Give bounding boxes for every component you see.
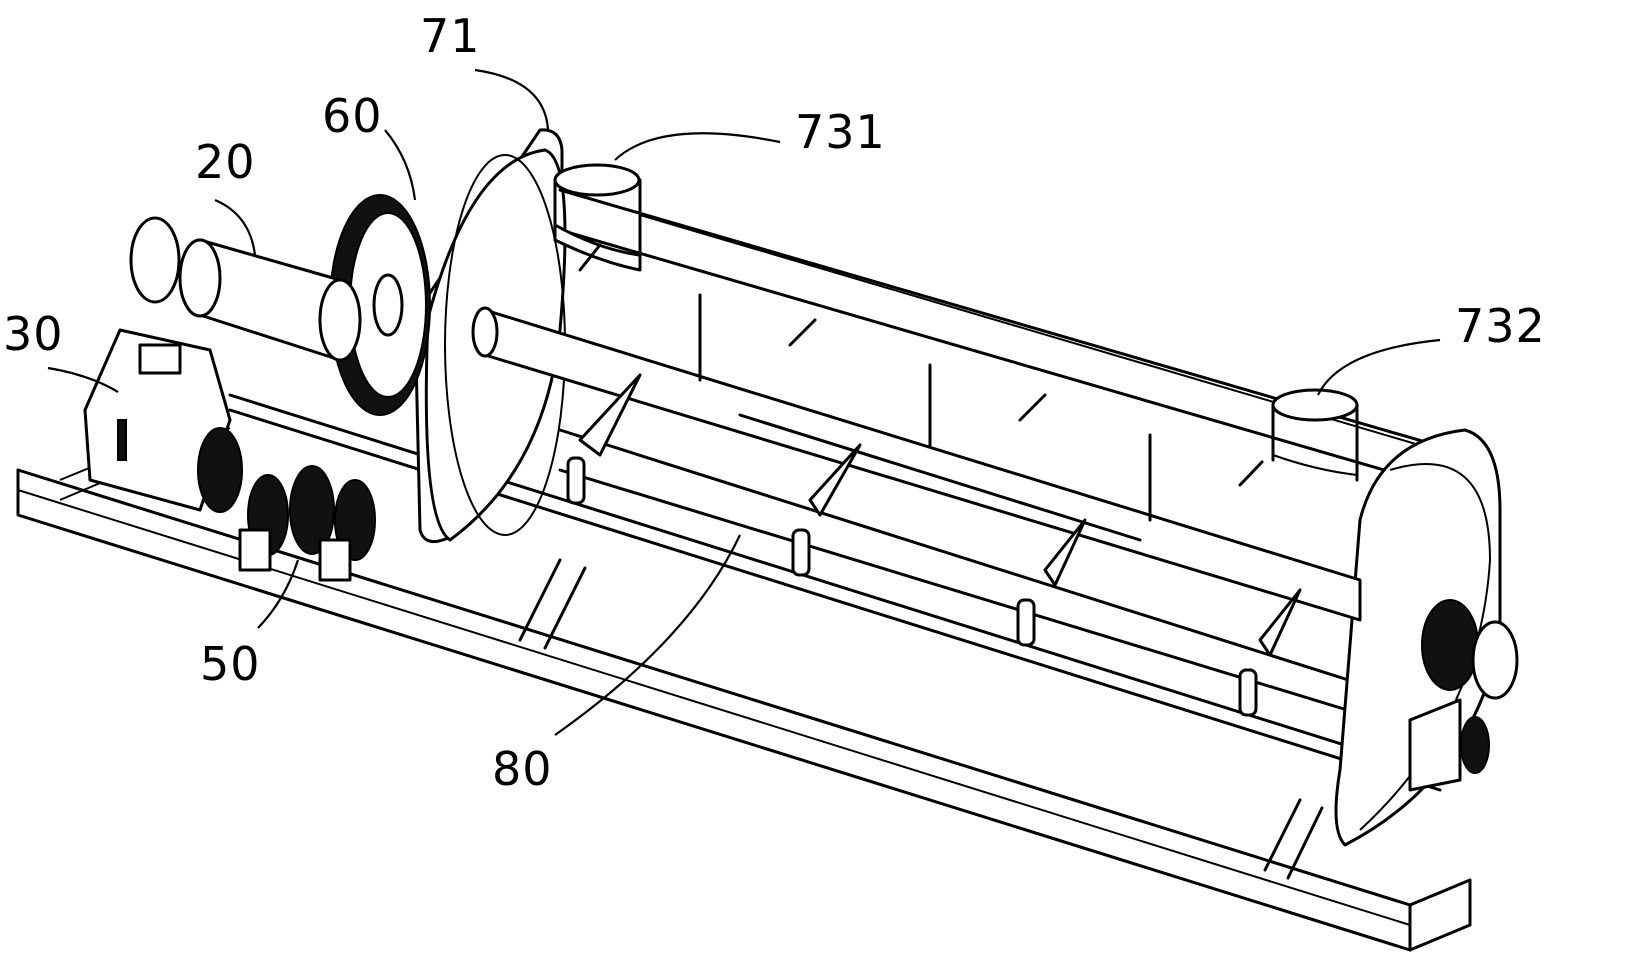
leader-80 <box>554 534 741 736</box>
right-drive <box>1408 599 1519 792</box>
leader-60 <box>384 129 417 201</box>
paddles <box>566 243 1302 717</box>
inlet-731 <box>553 163 642 272</box>
inlet-732 <box>1271 388 1359 482</box>
gear-wheel <box>329 194 431 416</box>
leader-lines <box>47 68 1441 736</box>
coupling-50 <box>197 427 376 582</box>
motor-20 <box>129 216 362 362</box>
label-732: 732 <box>1455 299 1546 353</box>
leader-732 <box>1317 338 1441 396</box>
leader-50 <box>257 559 300 629</box>
label-731: 731 <box>795 105 886 159</box>
label-60: 60 <box>322 89 383 143</box>
label-30: 30 <box>3 307 64 361</box>
gearbox-30 <box>83 328 232 512</box>
label-71: 71 <box>420 9 481 63</box>
reference-labels: 20 30 50 60 71 731 732 80 <box>3 9 1546 796</box>
leader-30 <box>47 366 119 393</box>
leader-71 <box>474 68 550 131</box>
label-50: 50 <box>200 637 261 691</box>
rotor-shaft <box>471 306 1362 622</box>
label-80: 80 <box>492 742 553 796</box>
leader-20 <box>214 198 257 256</box>
label-20: 20 <box>195 135 256 189</box>
leader-731 <box>614 132 781 161</box>
